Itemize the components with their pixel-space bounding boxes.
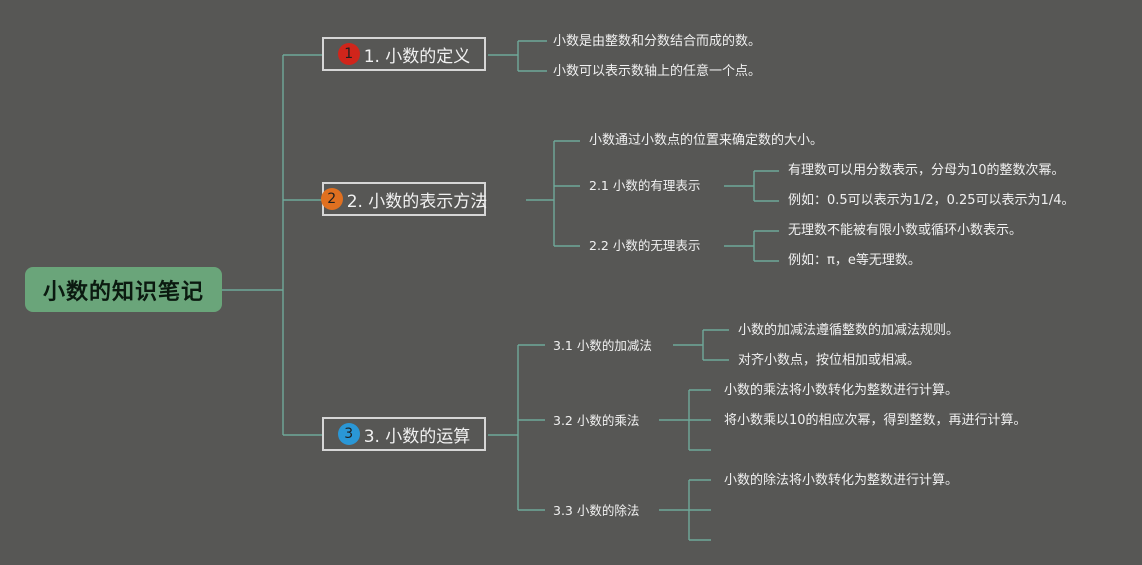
priority-2-icon: 2 — [320, 188, 343, 210]
branch-definition[interactable]: 1 1. 小数的定义 — [322, 37, 486, 71]
sub-rational[interactable]: 2.1 小数的有理表示 — [589, 178, 701, 193]
leaf-definition-1[interactable]: 小数是由整数和分数结合而成的数。 — [553, 34, 762, 49]
leaf-irrational-1[interactable]: 无理数不能被有限小数或循环小数表示。 — [788, 223, 1023, 238]
leaf-multiplication-2[interactable]: 将小数乘以10的相应次幂，得到整数，再进行计算。 — [724, 413, 1027, 428]
sub-multiplication[interactable]: 3.2 小数的乘法 — [553, 413, 640, 428]
priority-3-icon: 3 — [337, 423, 360, 445]
root-topic[interactable]: 小数的知识笔记 — [25, 267, 222, 312]
leaf-add-subtract-1[interactable]: 小数的加减法遵循整数的加减法规则。 — [738, 323, 960, 338]
leaf-definition-2[interactable]: 小数可以表示数轴上的任意一个点。 — [553, 64, 762, 79]
branch-operations[interactable]: 3 3. 小数的运算 — [322, 417, 486, 451]
branch-representation[interactable]: 2 2. 小数的表示方法 — [320, 182, 488, 216]
branch-representation-label: 2. 小数的表示方法 — [346, 191, 488, 212]
leaf-multiplication-1[interactable]: 小数的乘法将小数转化为整数进行计算。 — [724, 383, 959, 398]
leaf-add-subtract-2[interactable]: 对齐小数点，按位相加或相减。 — [738, 353, 921, 368]
leaf-irrational-2[interactable]: 例如：π，e等无理数。 — [788, 253, 921, 268]
sub-irrational[interactable]: 2.2 小数的无理表示 — [589, 238, 701, 253]
leaf-division-1[interactable]: 小数的除法将小数转化为整数进行计算。 — [724, 473, 959, 488]
branch-operations-label: 3. 小数的运算 — [363, 426, 471, 447]
sub-add-subtract[interactable]: 3.1 小数的加减法 — [553, 338, 652, 353]
branch-definition-label: 1. 小数的定义 — [363, 46, 471, 67]
leaf-rational-2[interactable]: 例如：0.5可以表示为1/2，0.25可以表示为1/4。 — [788, 193, 1075, 208]
leaf-rational-1[interactable]: 有理数可以用分数表示，分母为10的整数次幂。 — [788, 163, 1065, 178]
leaf-representation-1[interactable]: 小数通过小数点的位置来确定数的大小。 — [589, 133, 824, 148]
priority-1-icon: 1 — [337, 43, 360, 65]
sub-division[interactable]: 3.3 小数的除法 — [553, 503, 640, 518]
